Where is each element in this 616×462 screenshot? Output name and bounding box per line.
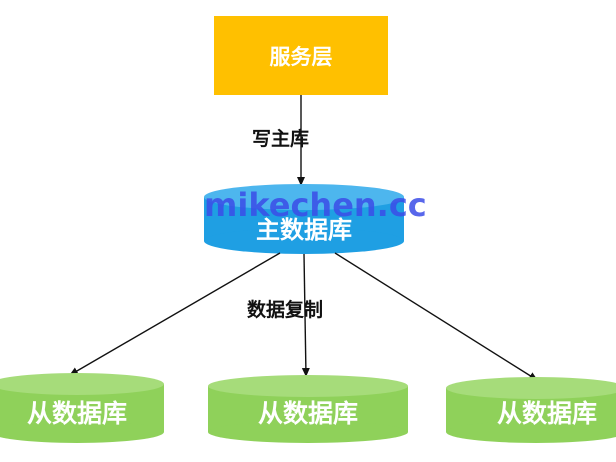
slave-db-label-left: 从数据库 <box>26 399 127 428</box>
service-layer-label: 服务层 <box>269 44 333 69</box>
slave-db-label-middle: 从数据库 <box>257 399 358 428</box>
slave-db-label-right: 从数据库 <box>496 399 597 428</box>
edge-label-replicate: 数据复制 <box>247 299 324 321</box>
edge-replicate-right <box>334 252 538 381</box>
watermark-text: mikechen.cc <box>204 186 427 224</box>
slave-db-cylinder-middle <box>208 375 408 443</box>
master-db-cylinder <box>204 184 404 254</box>
edge-replicate-middle <box>301 253 310 377</box>
edge-label-write: 写主库 <box>252 128 310 150</box>
service-layer-box: 服务层 <box>214 16 388 95</box>
master-db-label: 主数据库 <box>256 216 352 244</box>
slave-db-cylinder-left <box>0 373 164 443</box>
slave-db-cylinder-right <box>446 377 616 443</box>
edge-replicate-left <box>69 252 281 376</box>
